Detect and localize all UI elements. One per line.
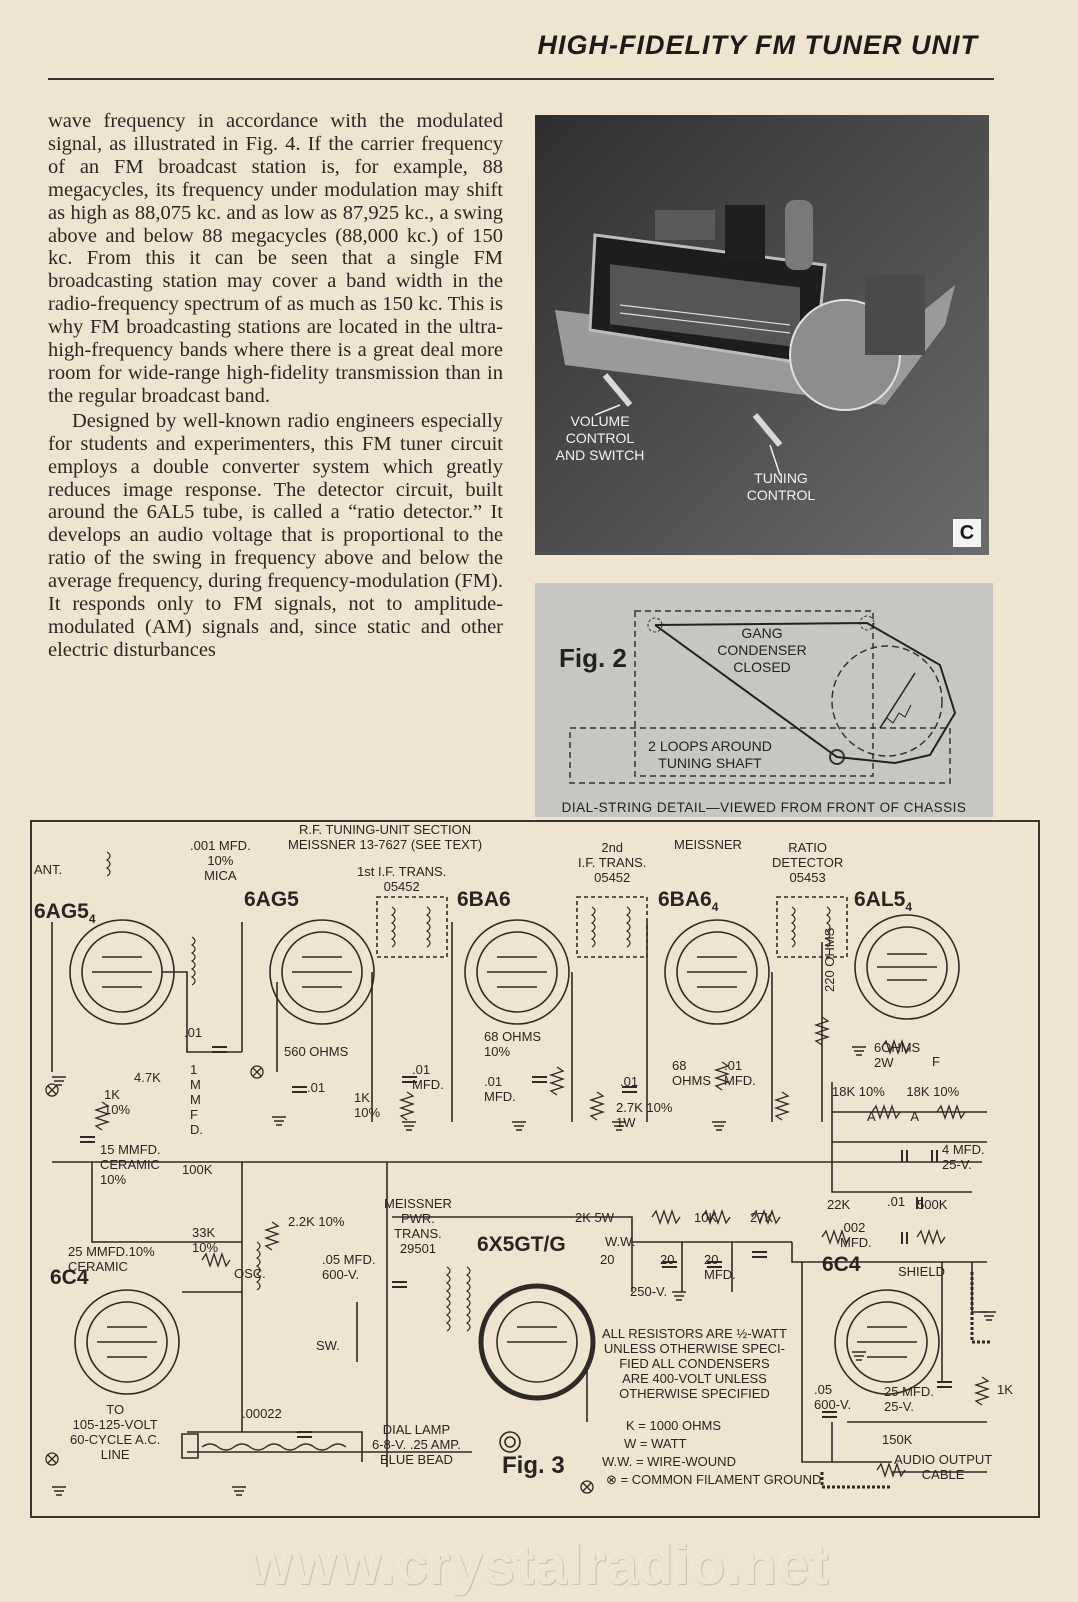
label-r100k: 100K — [182, 1162, 213, 1177]
tube-label-6c4-audio: 6C4 — [822, 1253, 861, 1276]
article-paragraph-1: wave frequency in accordance with the mo… — [48, 110, 503, 407]
label-2nd-if: 2nd I.F. TRANS. 05452 — [578, 840, 647, 885]
label-r1k-b: 1K 10% — [354, 1090, 381, 1120]
tube-label-6ba6-1: 6BA6 — [457, 888, 511, 911]
label-a: A A — [867, 1109, 920, 1124]
label-c00022: .00022 — [242, 1406, 282, 1421]
article-body: wave frequency in accordance with the mo… — [48, 110, 503, 662]
label-r1kc: 1K — [997, 1382, 1013, 1397]
label-dial-lamp: DIAL LAMP 6-8-V. .25 AMP. BLUE BEAD — [372, 1422, 461, 1467]
label-legend-k: K = 1000 OHMS — [626, 1418, 722, 1433]
label-notes: ALL RESISTORS ARE ½-WATT UNLESS OTHERWIS… — [602, 1326, 787, 1401]
label-r2k5w: 2K 5W — [575, 1210, 615, 1225]
tube-label-6ag5-2: 6AG5 — [244, 888, 299, 911]
label-c01-f: .01 MFD. — [724, 1058, 756, 1088]
label-r220: 220 OHMS — [822, 927, 837, 992]
label-r560: 560 OHMS — [284, 1044, 349, 1059]
label-f: F — [932, 1054, 940, 1069]
label-r68a: 68 OHMS 10% — [484, 1029, 542, 1059]
tube-label-6ag5-1: 6AG54 — [34, 900, 96, 927]
label-ratio-detector: RATIO DETECTOR 05453 — [772, 840, 844, 885]
tube-6ag5-2 — [269, 919, 375, 1025]
label-shield: SHIELD — [898, 1264, 945, 1279]
tube-6c4-audio — [834, 1289, 940, 1395]
label-c05b: .05 600-V. — [814, 1382, 852, 1412]
label-ww: W.W. — [605, 1234, 636, 1249]
label-r68b: 68 OHMS — [672, 1058, 711, 1088]
label-meissner-arrow: MEISSNER — [674, 837, 742, 852]
tube-6ag5-1 — [69, 919, 175, 1025]
chassis-photo-drawing — [535, 115, 989, 555]
label-r22k: 22K — [827, 1197, 851, 1212]
tube-label-6x5: 6X5GT/G — [477, 1233, 566, 1256]
label-r22k10: 2.2K 10% — [288, 1214, 345, 1229]
label-pwr-trans: MEISSNER PWR. TRANS. 29501 — [384, 1196, 452, 1256]
label-legend-ww: W.W. = WIRE-WOUND — [602, 1454, 736, 1469]
label-v250: 250-V. — [630, 1284, 668, 1299]
fig2-gang-label: GANG CONDENSER CLOSED — [717, 625, 807, 675]
label-r150k: 150K — [882, 1432, 913, 1447]
label-c01-a: .01 — [184, 1025, 203, 1040]
label-c01g: .01 — [887, 1194, 906, 1209]
label-r6ohms: 6OHMS 2W — [874, 1040, 921, 1070]
tube-label-6ba6-2: 6BA64 — [658, 888, 719, 915]
label-r27k: 2.7K 10% 1W — [616, 1100, 673, 1130]
fig2-drawing — [569, 610, 957, 784]
label-r500k: 500K — [917, 1197, 948, 1212]
chassis-photo: VOLUME CONTROL AND SWITCH TUNING CONTROL… — [535, 115, 989, 555]
watermark: www.crystalradio.net — [248, 1533, 830, 1596]
label-c01-b: .01 — [307, 1080, 326, 1095]
label-r10k: 10K — [694, 1210, 718, 1225]
tube-6ba6-2 — [664, 919, 770, 1025]
fig2-number: Fig. 2 — [559, 643, 627, 673]
photo-label-tuning: TUNING CONTROL — [746, 470, 816, 503]
label-c002: .002 MFD. — [840, 1220, 872, 1250]
label-c15: 15 MMFD. CERAMIC 10% — [100, 1142, 161, 1187]
label-sw: SW. — [316, 1338, 340, 1353]
article-paragraph-2: Designed by well-known radio engineers e… — [48, 409, 503, 661]
page-header-title: HIGH-FIDELITY FM TUNER UNIT — [537, 30, 978, 60]
label-rf-section: R.F. TUNING-UNIT SECTION MEISSNER 13-762… — [288, 822, 483, 852]
tube-6x5 — [478, 1283, 596, 1401]
schematic-fig3: R.F. TUNING-UNIT SECTION MEISSNER 13-762… — [30, 820, 1040, 1518]
label-c01-d: .01 MFD. — [484, 1074, 516, 1104]
label-c01-e: .01 — [620, 1074, 639, 1089]
label-osc: OSC. — [234, 1266, 266, 1281]
label-r27kb: 27K — [750, 1210, 774, 1225]
tube-6ba6-1 — [464, 919, 570, 1025]
label-c001-mica: .001 MFD. 10% MICA — [190, 838, 251, 883]
label-c25: 25 MMFD.10% CERAMIC — [68, 1244, 155, 1274]
header-rule — [48, 78, 994, 80]
label-r18k: 18K 10% 18K 10% — [832, 1084, 960, 1099]
fig2-dial-string: Fig. 2 GANG CONDENSER CLOSED 2 LOOPS ARO… — [535, 583, 993, 817]
label-c01-c: .01 MFD. — [412, 1062, 444, 1092]
photo-badge: C — [953, 519, 981, 547]
schematic-drawing — [45, 851, 996, 1496]
label-audio-out: AUDIO OUTPUT CABLE — [894, 1452, 993, 1482]
photo-label-volume: VOLUME CONTROL AND SWITCH — [555, 413, 645, 463]
label-c25mfd: 25 MFD. 25-V. — [884, 1384, 934, 1414]
label-c20c: 20 MFD. — [704, 1252, 736, 1282]
label-c4mfd: 4 MFD. 25-V. — [942, 1142, 985, 1172]
tube-6al5 — [854, 914, 960, 1020]
label-ant: ANT. — [34, 862, 63, 877]
tube-label-6c4-osc: 6C4 — [50, 1266, 89, 1289]
filament-ground-icon: ⊗ — [606, 1472, 617, 1487]
label-c20a: 20 — [600, 1252, 615, 1267]
tube-6c4-osc — [74, 1289, 180, 1395]
label-r1k-a: 1K 10% — [104, 1087, 131, 1117]
label-mmfd: 1 M M F D. — [190, 1062, 203, 1137]
tube-label-6al5: 6AL54 — [854, 888, 913, 915]
label-r47k: 4.7K — [134, 1070, 161, 1085]
fig2-caption: DIAL-STRING DETAIL—VIEWED FROM FRONT OF … — [561, 800, 967, 815]
label-c20b: 20 — [660, 1252, 675, 1267]
fig2-loops-label: 2 LOOPS AROUND TUNING SHAFT — [648, 738, 772, 771]
label-c05-600v: .05 MFD. 600-V. — [322, 1252, 376, 1282]
label-ac-line: TO 105-125-VOLT 60-CYCLE A.C. LINE — [70, 1402, 161, 1462]
label-legend-gnd: ⊗ = COMMON FILAMENT GROUND — [606, 1472, 822, 1487]
label-1st-if: 1st I.F. TRANS. 05452 — [357, 864, 447, 894]
label-r33k: 33K 10% — [192, 1225, 219, 1255]
label-legend-w: W = WATT — [624, 1436, 687, 1451]
fig3-number: Fig. 3 — [502, 1452, 565, 1479]
